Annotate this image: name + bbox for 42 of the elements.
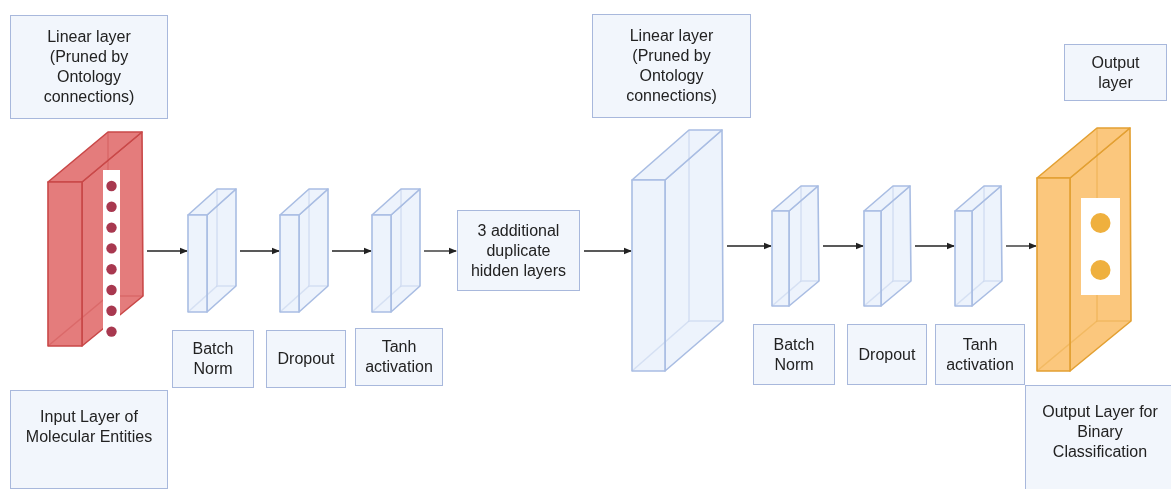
arrow (146, 247, 188, 255)
layer-label-box (1025, 385, 1171, 489)
layer-block-drawing (188, 189, 236, 312)
layer-label: Output Layer for Binary Classification (1041, 402, 1159, 462)
layer-label: Tanh activation (945, 334, 1015, 375)
layer-label: Linear layer (Pruned by Ontology connections) (42, 27, 136, 107)
layer-block-drawing (632, 130, 723, 371)
layer-label-box (10, 15, 168, 119)
layer-label-box (172, 330, 254, 388)
layer-block-drawing (772, 186, 819, 306)
layer-block-drawing (48, 132, 143, 346)
arrow (914, 242, 955, 250)
layer-label: 3 additional duplicate hidden layers (469, 220, 568, 281)
layer-label-box (1064, 44, 1167, 101)
layer-label-box (935, 324, 1025, 385)
arrow (423, 247, 457, 255)
layer-label-box (457, 210, 580, 291)
layer-label: Output layer (1091, 52, 1140, 93)
arrow (726, 242, 772, 250)
layer-label: Tanh activation (364, 337, 434, 377)
layer-label-box (592, 14, 751, 118)
layer-label: Batch Norm (772, 334, 816, 375)
arrow (239, 247, 280, 255)
layer-block-drawing (864, 186, 911, 306)
layer-label: Linear layer (Pruned by Ontology connections) (625, 26, 718, 106)
layer-label: Dropout (858, 344, 916, 365)
layer-label: Batch Norm (191, 339, 235, 379)
layer-block-drawing (372, 189, 420, 312)
layer-label: Dropout (277, 349, 335, 369)
layer-block-drawing (1037, 128, 1131, 371)
arrow (822, 242, 864, 250)
arrow (583, 247, 632, 255)
layer-label: Input Layer of Molecular Entities (24, 407, 154, 447)
layer-label-box (847, 324, 927, 385)
arrow (1005, 242, 1037, 250)
arrow (331, 247, 372, 255)
layer-label-box (10, 390, 168, 489)
layer-block-drawing (955, 186, 1002, 306)
layer-block-drawing (280, 189, 328, 312)
layer-label-box (753, 324, 835, 385)
layer-label-box (266, 330, 346, 388)
layer-label-box (355, 328, 443, 386)
